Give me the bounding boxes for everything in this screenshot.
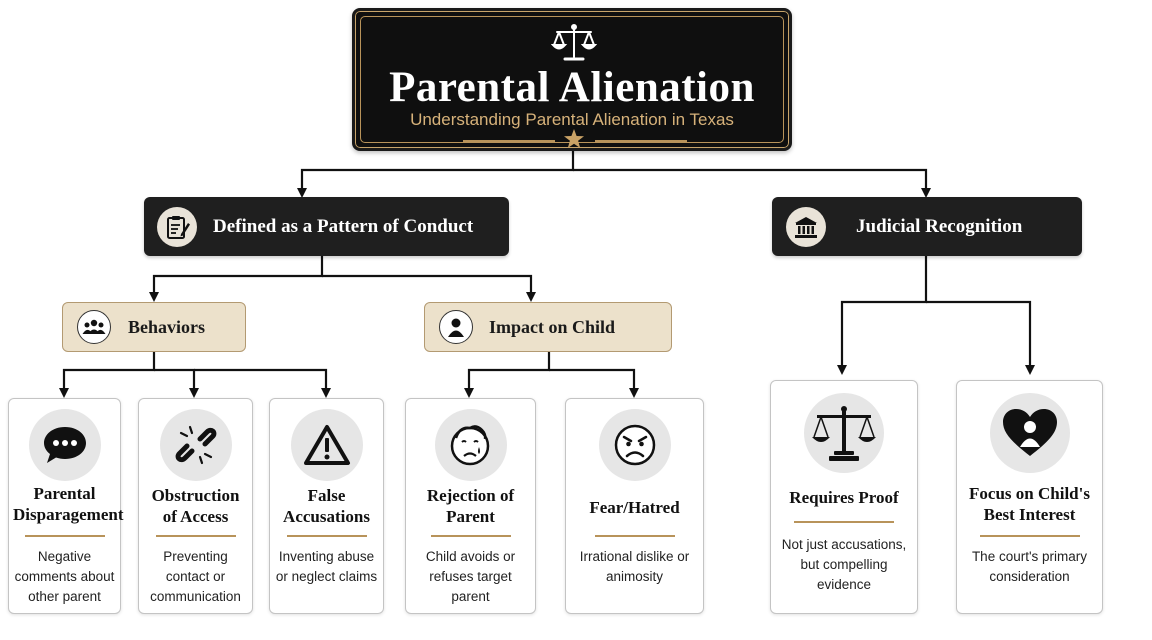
subgroup-impact-label: Impact on Child bbox=[489, 316, 616, 337]
heart-child-icon bbox=[989, 393, 1070, 473]
card-desc: Preventing contact or communication bbox=[150, 549, 241, 604]
subgroup-impact: Impact on Child bbox=[424, 302, 672, 352]
card-desc: Irrational dislike or animosity bbox=[579, 549, 690, 584]
card-title: Rejection of Parent bbox=[426, 486, 515, 526]
branch-judicial-label: Judicial Recognition bbox=[856, 215, 1023, 237]
child-icon bbox=[439, 310, 473, 344]
title-rule-right bbox=[595, 140, 687, 142]
scales-icon bbox=[804, 393, 884, 473]
card-title: False Accusations bbox=[283, 486, 370, 526]
warning-icon bbox=[290, 409, 363, 481]
card-desc: Negative comments about other parent bbox=[14, 549, 115, 604]
card-title: Requires Proof bbox=[789, 488, 899, 507]
card-rejection-of-parent: Rejection of Parent Child avoids or refu… bbox=[405, 398, 536, 614]
card-obstruction-of-access: Obstruction of Access Preventing contact… bbox=[138, 398, 253, 614]
subgroup-behaviors-label: Behaviors bbox=[128, 316, 206, 337]
card-rule bbox=[155, 535, 236, 537]
speech-bubble-icon bbox=[28, 409, 101, 481]
clipboard-icon bbox=[157, 206, 197, 247]
card-desc: Not just accusations, but compelling evi… bbox=[781, 537, 907, 592]
card-requires-proof: Requires Proof Not just accusations, but… bbox=[770, 380, 918, 614]
card-title: Focus on Child's Best Interest bbox=[969, 484, 1090, 524]
star-icon bbox=[564, 129, 584, 148]
broken-link-icon bbox=[159, 409, 232, 481]
page-title: Parental Alienation bbox=[389, 64, 755, 111]
card-title: Obstruction of Access bbox=[151, 486, 240, 526]
card-title: Fear/Hatred bbox=[589, 498, 680, 517]
title-rule-left bbox=[463, 140, 555, 142]
card-rule bbox=[430, 535, 511, 537]
title-box: Parental Alienation Understanding Parent… bbox=[352, 8, 792, 151]
card-title: Parental Disparagement bbox=[13, 484, 124, 524]
subgroup-behaviors: Behaviors bbox=[62, 302, 246, 352]
card-rule bbox=[594, 535, 675, 537]
card-rule bbox=[979, 535, 1080, 537]
card-parental-disparagement: Parental Disparagement Negative comments… bbox=[8, 398, 124, 614]
card-rule bbox=[794, 521, 894, 523]
card-false-accusations: False Accusations Inventing abuse or neg… bbox=[269, 398, 384, 614]
page-subtitle: Understanding Parental Alienation in Tex… bbox=[410, 110, 734, 129]
scales-icon bbox=[551, 24, 597, 61]
card-rule bbox=[286, 535, 367, 537]
card-desc: The court's primary consideration bbox=[971, 549, 1088, 584]
card-rule bbox=[24, 535, 105, 537]
card-fear-hatred: Fear/Hatred Irrational dislike or animos… bbox=[565, 398, 704, 614]
branch-conduct-label: Defined as a Pattern of Conduct bbox=[213, 215, 474, 237]
group-icon bbox=[77, 310, 111, 344]
card-best-interest: Focus on Child's Best Interest The court… bbox=[956, 380, 1103, 614]
angry-face-icon bbox=[598, 409, 671, 481]
branch-judicial: Judicial Recognition bbox=[772, 197, 1082, 256]
card-desc: Child avoids or refuses target parent bbox=[425, 549, 516, 604]
sad-child-icon bbox=[434, 409, 507, 481]
card-desc: Inventing abuse or neglect claims bbox=[275, 549, 378, 584]
courthouse-icon bbox=[786, 206, 826, 247]
branch-conduct: Defined as a Pattern of Conduct bbox=[144, 197, 509, 256]
